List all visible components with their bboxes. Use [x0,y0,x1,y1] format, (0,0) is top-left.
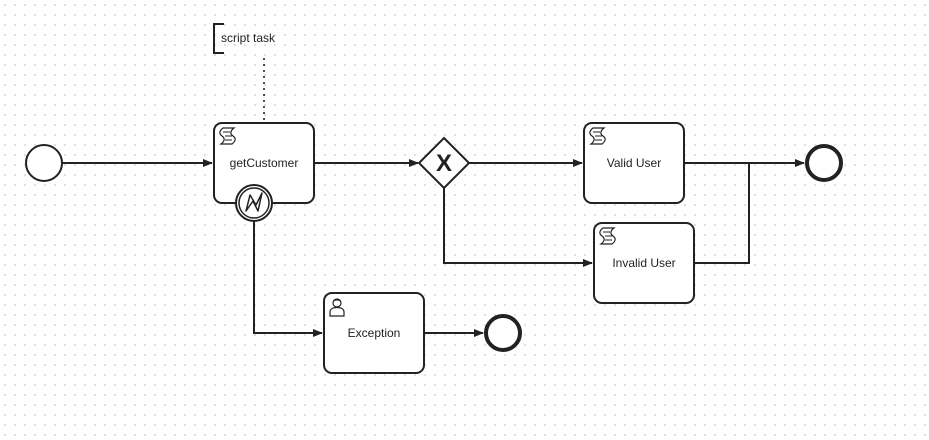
flow-error-to-exception[interactable] [253,221,323,337]
task-invalid-user[interactable]: Invalid User [593,222,695,304]
script-icon [599,227,616,245]
end-event-main[interactable] [805,144,843,182]
error-icon [245,192,263,212]
text-annotation[interactable]: script task [213,23,276,54]
task-valid-user[interactable]: Valid User [583,122,685,204]
task-label: Exception [348,326,401,340]
script-icon [589,127,606,145]
task-label: getCustomer [230,156,299,170]
exclusive-gateway[interactable]: X [417,136,471,190]
flow-gateway-to-invalid-user[interactable] [443,188,593,267]
flow-invalid-user-to-end[interactable] [694,163,750,264]
task-label: Invalid User [612,256,675,270]
end-event-exception[interactable] [484,314,522,352]
gateway-x-icon: X [436,150,452,177]
task-get-customer[interactable]: getCustomer [213,122,315,204]
user-icon [329,298,345,317]
task-exception[interactable]: Exception [323,292,425,374]
start-event[interactable] [25,144,63,182]
error-boundary-event[interactable] [235,184,273,222]
task-label: Valid User [607,156,661,170]
annotation-text: script task [221,31,276,45]
script-icon [219,127,236,145]
